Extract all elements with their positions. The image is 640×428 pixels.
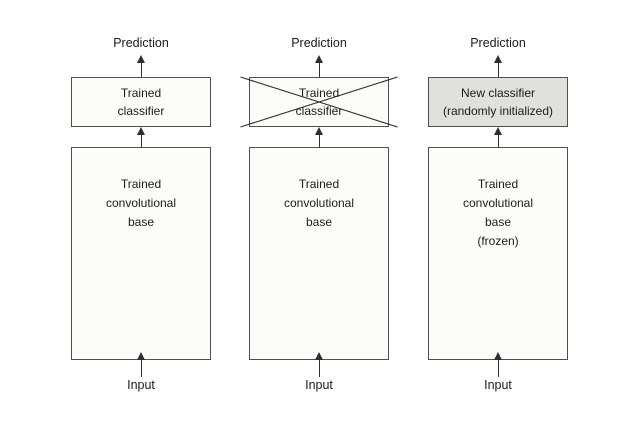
up-arrow-icon — [314, 352, 324, 377]
arrow-shaft — [497, 133, 499, 147]
pipeline-column-trained-classifier: Prediction Trained classifier Trained co… — [71, 0, 211, 428]
arrowhead-icon — [494, 55, 502, 63]
arrow-shaft — [140, 61, 142, 77]
arrowhead-icon — [315, 127, 323, 135]
pipeline-column-new-classifier: Prediction New classifier (randomly init… — [428, 0, 568, 428]
arrow-shaft — [318, 61, 320, 77]
arrow-shaft — [140, 358, 142, 377]
input-label: Input — [127, 378, 155, 392]
conv-base-label: Trained convolutional base — [105, 177, 177, 229]
conv-base-label: Trained convolutional base (frozen) — [462, 177, 534, 248]
up-arrow-icon — [493, 352, 503, 377]
conv-base-frozen-box: Trained convolutional base (frozen) — [428, 147, 568, 360]
conv-base-box: Trained convolutional base — [249, 147, 389, 360]
arrowhead-icon — [315, 55, 323, 63]
prediction-label: Prediction — [470, 36, 526, 50]
up-arrow-icon — [136, 127, 146, 147]
conv-base-label: Trained convolutional base — [283, 177, 355, 229]
input-label: Input — [484, 378, 512, 392]
up-arrow-icon — [136, 352, 146, 377]
up-arrow-icon — [314, 55, 324, 77]
conv-base-box: Trained convolutional base — [71, 147, 211, 360]
classifier-box: Trained classifier — [71, 77, 211, 127]
up-arrow-icon — [493, 55, 503, 77]
pipeline-column-removed-classifier: Prediction Trained classifier Trained co… — [240, 0, 398, 428]
arrowhead-icon — [137, 352, 145, 360]
arrow-shaft — [140, 133, 142, 147]
input-label: Input — [305, 378, 333, 392]
prediction-label: Prediction — [113, 36, 169, 50]
up-arrow-icon — [314, 127, 324, 147]
arrowhead-icon — [137, 127, 145, 135]
arrowhead-icon — [137, 55, 145, 63]
arrow-shaft — [318, 133, 320, 147]
prediction-label: Prediction — [291, 36, 347, 50]
new-classifier-box: New classifier (randomly initialized) — [428, 77, 568, 127]
arrowhead-icon — [494, 127, 502, 135]
arrow-shaft — [318, 358, 320, 377]
arrow-shaft — [497, 61, 499, 77]
classifier-label: New classifier (randomly initialized) — [442, 86, 554, 118]
classifier-box-crossed: Trained classifier — [240, 76, 398, 128]
up-arrow-icon — [493, 127, 503, 147]
up-arrow-icon — [136, 55, 146, 77]
arrowhead-icon — [494, 352, 502, 360]
classifier-label: Trained classifier — [295, 86, 343, 118]
arrow-shaft — [497, 358, 499, 377]
classifier-label: Trained classifier — [117, 86, 165, 118]
arrowhead-icon — [315, 352, 323, 360]
